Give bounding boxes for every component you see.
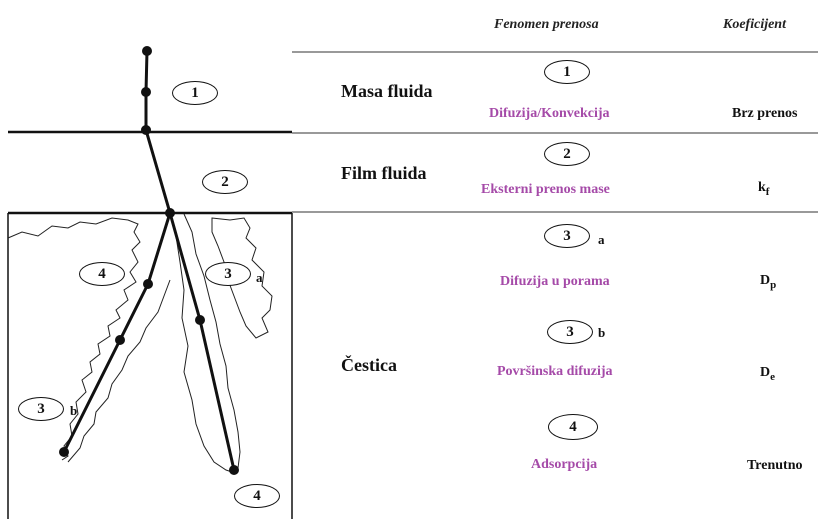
phenomenon-2: Eksterni prenos mase	[481, 183, 610, 197]
path-node	[141, 87, 151, 97]
table-step-marker-3b: 3	[547, 320, 593, 344]
table-step-marker-3a: 3	[544, 224, 590, 248]
phenomenon-3b: Površinska difuzija	[497, 365, 613, 379]
coefficient-3a-symbol: D	[760, 273, 770, 288]
coefficient-2-symbol: k	[758, 180, 766, 195]
table-step-marker-1: 1	[544, 60, 590, 84]
coefficient-3b: De	[760, 366, 775, 383]
path-node	[59, 447, 69, 457]
diagram-step-letter-b: b	[70, 404, 77, 417]
transfer-path-branch-a	[170, 213, 234, 470]
coefficient-3a-subscript: p	[770, 279, 776, 291]
transfer-path	[64, 51, 170, 452]
table-step-marker-2: 2	[544, 142, 590, 166]
coefficient-3a: Dp	[760, 274, 776, 291]
header-coefficient: Koeficijent	[723, 18, 786, 32]
diagram-step-marker-2: 2	[202, 170, 248, 194]
path-node	[141, 125, 151, 135]
pore-a-right-wall	[184, 214, 240, 468]
diagram-step-marker-4-top: 4	[79, 262, 125, 286]
diagram-step-marker-3b: 3	[18, 397, 64, 421]
coefficient-2: kf	[758, 181, 769, 198]
region-label-bulk: Masa fluida	[341, 82, 433, 100]
phenomenon-1: Difuzija/Konvekcija	[489, 107, 610, 121]
region-label-particle: Čestica	[341, 356, 397, 374]
diagram-step-marker-3a: 3	[205, 262, 251, 286]
path-node	[195, 315, 205, 325]
table-step-letter-b: b	[598, 326, 605, 339]
coefficient-3b-subscript: e	[770, 371, 775, 383]
coefficient-4: Trenutno	[747, 459, 803, 473]
table-step-marker-4: 4	[548, 414, 598, 440]
phenomenon-3a: Difuzija u porama	[500, 275, 610, 289]
coefficient-1: Brz prenos	[732, 107, 797, 121]
header-phenomenon: Fenomen prenosa	[494, 18, 599, 32]
diagram-step-letter-a: a	[256, 271, 263, 284]
coefficient-3b-symbol: D	[760, 365, 770, 380]
diagram-step-marker-4-bottom: 4	[234, 484, 280, 508]
coefficient-2-subscript: f	[766, 186, 770, 198]
path-node	[142, 46, 152, 56]
diagram-step-marker-1: 1	[172, 81, 218, 105]
phenomenon-4: Adsorpcija	[531, 458, 597, 472]
particle-boundary	[8, 213, 292, 519]
region-label-film: Film fluida	[341, 164, 427, 182]
path-node	[143, 279, 153, 289]
path-node	[229, 465, 239, 475]
table-step-letter-a: a	[598, 233, 605, 246]
path-node	[165, 208, 175, 218]
path-node	[115, 335, 125, 345]
